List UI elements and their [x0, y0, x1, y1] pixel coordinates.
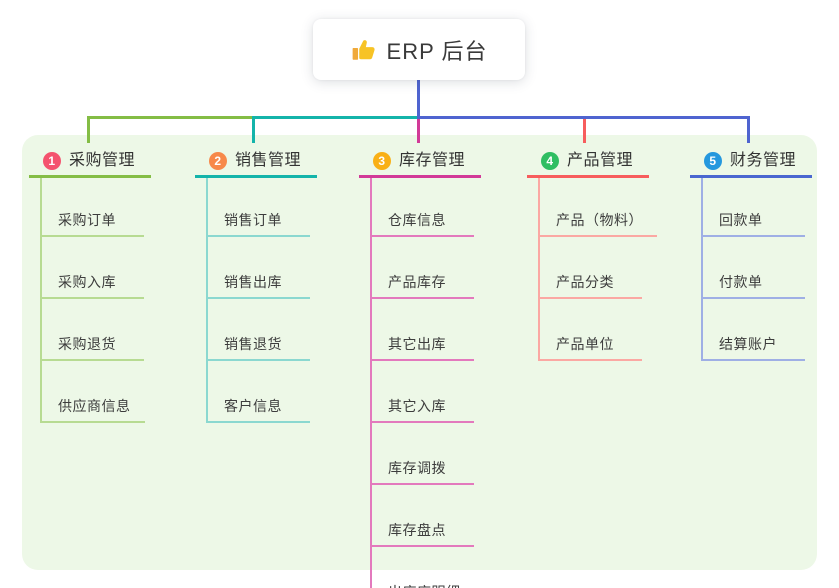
connector-drop-branch5 [747, 116, 750, 143]
sub-item[interactable]: 采购退货 [42, 299, 144, 361]
branch-column-2: 2 销售管理 销售订单销售出库销售退货客户信息 [195, 150, 317, 423]
connector-drop-branch1 [87, 116, 90, 143]
sub-item[interactable]: 库存盘点 [372, 485, 474, 547]
sub-item[interactable]: 销售退货 [208, 299, 310, 361]
branch-subtree: 回款单付款单结算账户 [701, 178, 812, 361]
branch-header[interactable]: 1 采购管理 [29, 150, 151, 178]
root-title: ERP 后台 [386, 38, 488, 64]
branch-label: 采购管理 [69, 152, 136, 169]
connector-horizontal-right-blue [417, 116, 750, 119]
branch-column-4: 4 产品管理 产品（物料）产品分类产品单位 [527, 150, 657, 361]
sub-item[interactable]: 产品单位 [540, 299, 642, 361]
branch-column-1: 1 采购管理 采购订单采购入库采购退货供应商信息 [29, 150, 151, 423]
branch-number-badge: 3 [373, 152, 391, 170]
sub-item[interactable]: 其它入库 [372, 361, 474, 423]
sub-item[interactable]: 采购入库 [42, 237, 144, 299]
sub-item[interactable]: 仓库信息 [372, 178, 474, 237]
sub-item[interactable]: 产品分类 [540, 237, 642, 299]
branch-label: 产品管理 [567, 152, 634, 169]
branch-number-badge: 2 [209, 152, 227, 170]
sub-item[interactable]: 回款单 [703, 178, 805, 237]
sub-item[interactable]: 销售出库 [208, 237, 310, 299]
branches-panel [22, 135, 817, 570]
branch-column-3: 3 库存管理 仓库信息产品库存其它出库其它入库库存调拨库存盘点出库库明细 [359, 150, 481, 588]
sub-item[interactable]: 结算账户 [703, 299, 805, 361]
branch-header[interactable]: 3 库存管理 [359, 150, 481, 178]
branch-label: 财务管理 [730, 152, 797, 169]
connector-drop-branch4 [583, 119, 586, 143]
branch-label: 库存管理 [399, 152, 466, 169]
sub-item[interactable]: 其它出库 [372, 299, 474, 361]
connector-drop-branch2 [252, 116, 255, 143]
branch-number-badge: 4 [541, 152, 559, 170]
branch-number-badge: 1 [43, 152, 61, 170]
branch-label: 销售管理 [235, 152, 302, 169]
sub-item[interactable]: 付款单 [703, 237, 805, 299]
branch-subtree: 销售订单销售出库销售退货客户信息 [206, 178, 317, 423]
connector-horizontal-mid-teal [252, 116, 418, 119]
branch-header[interactable]: 2 销售管理 [195, 150, 317, 178]
branch-number-badge: 5 [704, 152, 722, 170]
branch-header[interactable]: 5 财务管理 [690, 150, 812, 178]
sub-item[interactable]: 出库库明细 [372, 547, 475, 588]
sub-item[interactable]: 供应商信息 [42, 361, 145, 423]
branch-subtree: 仓库信息产品库存其它出库其它入库库存调拨库存盘点出库库明细 [370, 178, 481, 588]
sub-item[interactable]: 产品库存 [372, 237, 474, 299]
sub-item[interactable]: 销售订单 [208, 178, 310, 237]
sub-item[interactable]: 产品（物料） [540, 178, 657, 237]
connector-horizontal-left-green [87, 116, 253, 119]
sub-item[interactable]: 客户信息 [208, 361, 310, 423]
branch-subtree: 采购订单采购入库采购退货供应商信息 [40, 178, 151, 423]
connector-drop-branch3 [417, 119, 420, 143]
connector-root-vertical [417, 80, 420, 118]
branch-column-5: 5 财务管理 回款单付款单结算账户 [690, 150, 812, 361]
sub-item[interactable]: 库存调拨 [372, 423, 474, 485]
sub-item[interactable]: 采购订单 [42, 178, 144, 237]
branch-subtree: 产品（物料）产品分类产品单位 [538, 178, 657, 361]
root-node[interactable]: ERP 后台 [313, 19, 525, 80]
branch-header[interactable]: 4 产品管理 [527, 150, 649, 178]
thumbs-up-icon [351, 37, 377, 63]
